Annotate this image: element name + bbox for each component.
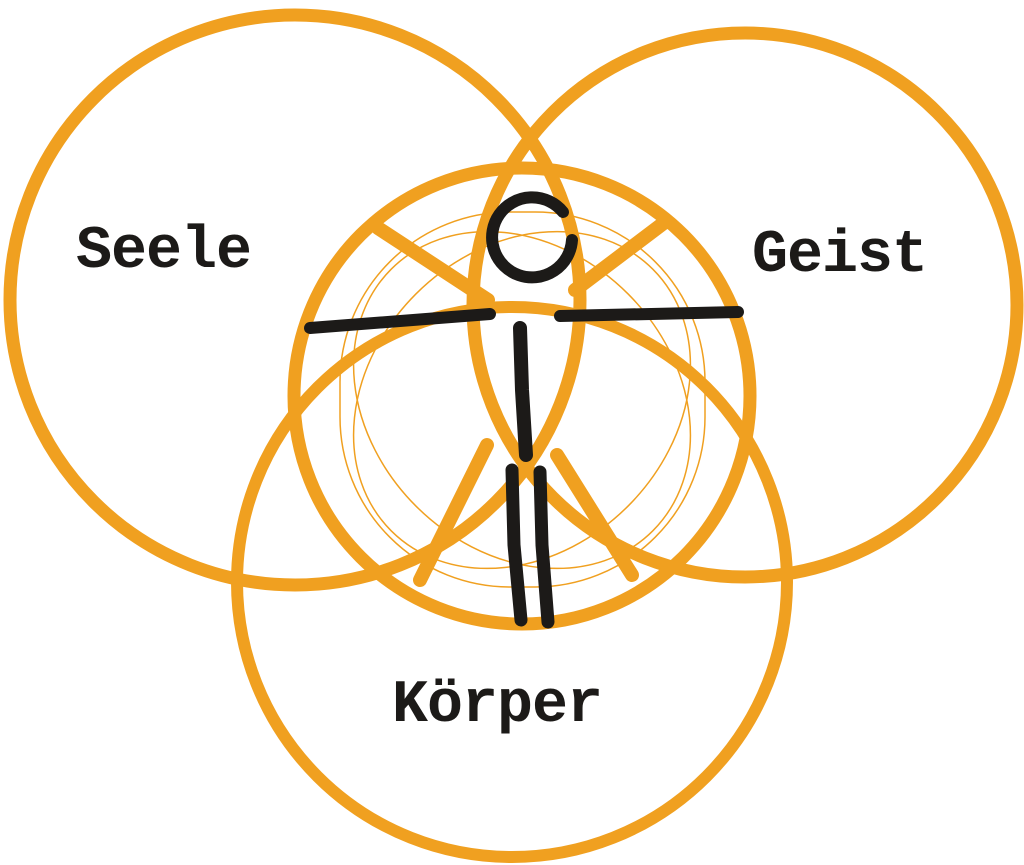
figure-left-arm bbox=[304, 308, 496, 334]
label-seele: Seele bbox=[76, 218, 252, 286]
orange-limbs bbox=[371, 215, 672, 587]
figure-head bbox=[486, 191, 578, 284]
ring-seele bbox=[3, 8, 587, 592]
ring-koerper bbox=[231, 301, 793, 863]
figure-left-leg bbox=[505, 463, 528, 627]
label-geist: Geist bbox=[752, 222, 928, 290]
figure-torso bbox=[513, 321, 533, 462]
figure-right-arm bbox=[554, 306, 744, 322]
vitruvian-figure bbox=[304, 191, 744, 629]
label-koerper: Körper bbox=[392, 672, 603, 740]
figure-right-leg bbox=[533, 465, 555, 629]
